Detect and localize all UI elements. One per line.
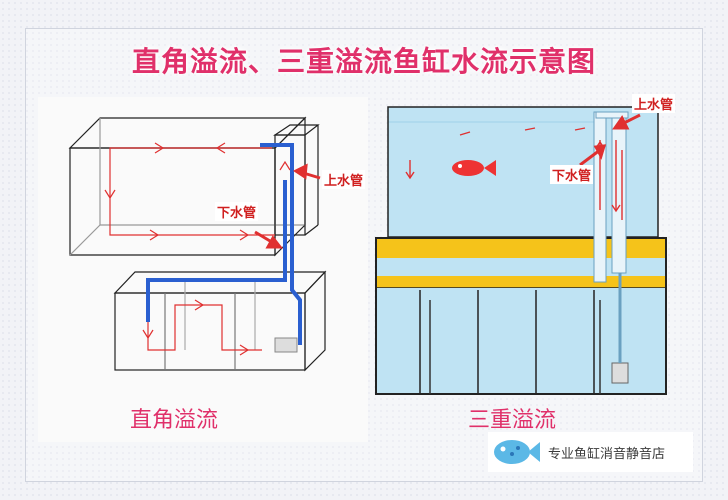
caption-right-angle-overflow: 直角溢流: [130, 408, 219, 433]
sump-tank: [113, 270, 327, 372]
page-title: 直角溢流、三重溢流鱼缸水流示意图: [131, 45, 596, 78]
down-pipe: [146, 180, 287, 322]
label-down-pipe-left: 下水管: [215, 202, 259, 221]
sump-side-face: [304, 270, 326, 372]
display-tank-flow: [104, 142, 291, 241]
sump-flow: [142, 299, 262, 356]
pump-icon: [274, 337, 298, 353]
label-up-pipe-left: 上水管: [322, 170, 366, 189]
caption-triple-overflow: 三重溢流: [468, 408, 557, 433]
shop-fish-logo-icon: [494, 440, 540, 464]
panel-right-angle-overflow: [38, 97, 368, 442]
label-up-pipe-right: 上水管: [632, 94, 676, 113]
sump-pump-icon: [611, 362, 629, 384]
up-pipe-top: [260, 143, 294, 175]
triple-overflow-diagram: [375, 106, 667, 395]
return-pipe: [611, 117, 627, 274]
fish-icon: [452, 160, 496, 176]
left-pipes: [146, 143, 302, 345]
right-annotation-arrows: [579, 113, 641, 167]
up-pipe: [290, 175, 302, 345]
label-down-pipe-right: 下水管: [550, 165, 594, 184]
shop-name: 专业鱼缸消音静音店: [548, 446, 666, 462]
left-annotation-arrows: [254, 163, 321, 249]
triple-flow-arrows: [405, 127, 623, 220]
shop-badge: 专业鱼缸消音静音店: [488, 432, 693, 472]
